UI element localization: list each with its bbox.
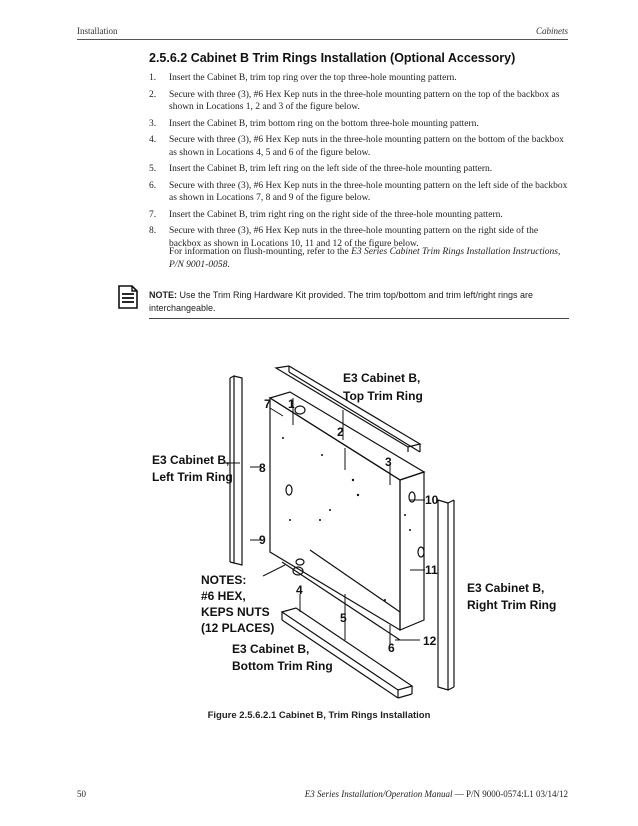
left-ring-label-line1: E3 Cabinet B, — [152, 453, 229, 467]
step-number: 3. — [149, 118, 157, 129]
flush-mount-reference: For information on flush-mounting, refer… — [169, 246, 569, 271]
page-number: 50 — [77, 789, 86, 799]
list-item: 6. Secure with three (3), #6 Hex Kep nuts… — [149, 180, 569, 205]
note-box: NOTE: Use the Trim Ring Hardware Kit pro… — [149, 289, 569, 314]
list-item: 1. Insert the Cabinet B, trim top ring ov… — [149, 72, 569, 85]
step-number: 5. — [149, 164, 157, 174]
note-text: Use the Trim Ring Hardware Kit provided.… — [149, 290, 533, 313]
step-text: Secure with three (3), #6 Hex Kep nuts i… — [169, 180, 568, 204]
location-10: 10 — [425, 493, 439, 507]
bottom-ring-label-line2: Bottom Trim Ring — [232, 659, 333, 673]
location-7: 7 — [264, 397, 271, 411]
step-number: 8. — [149, 226, 157, 236]
location-4: 4 — [296, 583, 303, 597]
note-label: NOTE: — [149, 290, 177, 300]
figure-caption: Figure 2.5.6.2.1 Cabinet B, Trim Rings I… — [207, 710, 431, 721]
notes-label-line4: (12 PLACES) — [201, 621, 274, 635]
step-number: 4. — [149, 135, 157, 145]
step-text: Insert the Cabinet B, trim left ring on … — [169, 164, 493, 174]
note-rule — [149, 318, 569, 319]
step-number: 7. — [149, 209, 157, 220]
notes-label-line1: NOTES: — [201, 573, 246, 587]
footer-doc-title: E3 Series Installation/Operation Manual — [304, 789, 453, 799]
location-2: 2 — [337, 425, 344, 439]
location-9: 9 — [259, 533, 266, 547]
flush-suffix: . — [227, 259, 230, 270]
footer-document-id: E3 Series Installation/Operation Manual … — [305, 789, 568, 799]
note-icon — [118, 285, 138, 309]
backbox-front — [269, 396, 401, 632]
right-trim-ring — [437, 499, 449, 691]
step-text: Insert the Cabinet B, trim top ring over… — [169, 73, 457, 83]
left-trim-ring — [233, 375, 243, 566]
header-rule — [77, 39, 568, 40]
footer-doc-number: — P/N 9000-0574:L1 03/14/12 — [452, 789, 568, 799]
location-1: 1 — [288, 397, 295, 411]
step-number: 6. — [149, 180, 157, 191]
location-12: 12 — [423, 634, 437, 648]
list-item: 5. Insert the Cabinet B, trim left ring o… — [149, 163, 569, 176]
left-ring-label-line2: Left Trim Ring — [152, 470, 233, 484]
header-section-label: Installation — [77, 26, 118, 36]
step-text: Insert the Cabinet B, trim right ring on… — [169, 209, 503, 220]
location-8: 8 — [259, 461, 266, 475]
step-text: Secure with three (3), #6 Hex Kep nuts i… — [169, 89, 560, 113]
list-item: 4. Secure with three (3), #6 Hex Kep nuts… — [149, 134, 569, 159]
right-ring-label-line1: E3 Cabinet B, — [467, 581, 544, 595]
flush-prefix: For information on flush-mounting, refer… — [169, 247, 352, 257]
list-item: 7. Insert the Cabinet B, trim right ring … — [149, 209, 569, 222]
step-number: 2. — [149, 89, 157, 100]
notes-label-line2: #6 HEX, — [201, 589, 246, 603]
steps-list: 1. Insert the Cabinet B, trim top ring ov… — [149, 72, 569, 254]
list-item: 8. Secure with three (3), #6 Hex Kep nuts… — [149, 225, 569, 250]
list-item: 3. Insert the Cabinet B, trim bottom ring… — [149, 118, 569, 131]
location-3: 3 — [385, 455, 392, 469]
right-ring-label-line2: Right Trim Ring — [467, 598, 556, 612]
top-ring-label-line2: Top Trim Ring — [343, 389, 423, 403]
location-5: 5 — [340, 611, 347, 625]
step-text: Insert the Cabinet B, trim bottom ring o… — [169, 118, 479, 129]
trim-rings-figure: E3 Cabinet B, Top Trim Ring E3 Cabinet B… — [152, 365, 556, 699]
backbox-side — [399, 471, 425, 631]
location-11: 11 — [425, 563, 438, 577]
flush-document-reference: E3 Series Cabinet Trim Rings Installatio… — [169, 247, 561, 270]
location-6: 6 — [388, 641, 395, 655]
notes-label-line3: KEPS NUTS — [201, 605, 270, 619]
step-number: 1. — [149, 73, 157, 83]
step-text: Secure with three (3), #6 Hex Kep nuts i… — [169, 135, 564, 158]
step-text: Secure with three (3), #6 Hex Kep nuts i… — [169, 226, 539, 249]
section-title: 2.5.6.2 Cabinet B Trim Rings Installatio… — [149, 51, 516, 65]
bottom-ring-label-line1: E3 Cabinet B, — [232, 642, 309, 656]
list-item: 2. Secure with three (3), #6 Hex Kep nuts… — [149, 89, 569, 114]
header-chapter-label: Cabinets — [535, 26, 568, 36]
top-ring-label-line1: E3 Cabinet B, — [343, 371, 420, 385]
